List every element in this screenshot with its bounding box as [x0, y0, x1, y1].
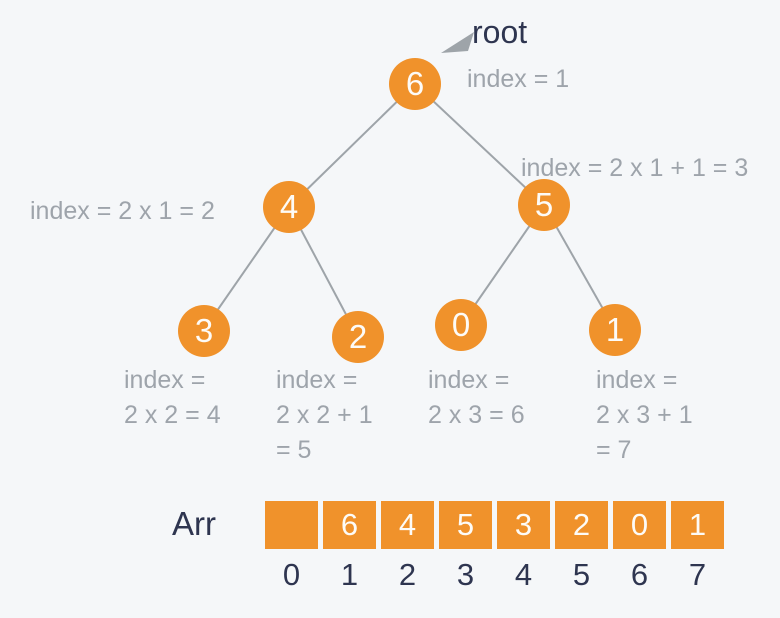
root-arrow-icon — [441, 32, 474, 53]
tree-node-right: 5 — [518, 179, 570, 231]
array-cell-5: 2 — [555, 501, 608, 549]
tree-node-right-right: 1 — [589, 304, 641, 356]
index-label-left-left: index = 2 x 2 = 4 — [124, 366, 221, 429]
root-pointer-label: root — [472, 14, 528, 50]
array-index-2: 2 — [398, 557, 417, 592]
array-cell-1: 6 — [323, 501, 376, 549]
edge-root-left — [288, 83, 416, 208]
array-cell-6: 0 — [613, 501, 666, 549]
tree-node-left: 4 — [263, 181, 315, 233]
tree-node-left-right: 2 — [332, 311, 384, 363]
index-label-right: index = 2 x 1 + 1 = 3 — [521, 154, 749, 182]
array-index-3: 3 — [456, 557, 475, 592]
array-index-0: 0 — [282, 557, 301, 592]
index-label-left-right: index = 2 x 2 + 1 = 5 — [276, 366, 373, 464]
index-label-left: index = 2 x 1 = 2 — [30, 197, 215, 225]
index-label-right-right: index = 2 x 3 + 1 = 7 — [596, 366, 693, 464]
array-indices: 0 1 2 3 4 5 6 7 — [265, 557, 724, 593]
array-index-7: 7 — [688, 557, 707, 592]
array-index-5: 5 — [572, 557, 591, 592]
array-cells: 6 4 5 3 2 0 1 — [265, 501, 724, 549]
array-index-4: 4 — [514, 557, 533, 592]
array-cell-3: 5 — [439, 501, 492, 549]
index-label-right-left: index = 2 x 3 = 6 — [428, 366, 525, 429]
tree-node-left-left: 3 — [178, 305, 230, 357]
tree-node-root: 6 — [389, 58, 441, 110]
edge-root-right — [414, 83, 545, 206]
array-cell-2: 4 — [381, 501, 434, 549]
array-label: Arr — [172, 505, 216, 542]
array-cell-4: 3 — [497, 501, 550, 549]
array-cell-7: 1 — [671, 501, 724, 549]
tree-node-right-left: 0 — [435, 299, 487, 351]
array-cell-0 — [265, 501, 318, 549]
index-label-root: index = 1 — [467, 65, 570, 93]
array-index-6: 6 — [630, 557, 649, 592]
array-index-1: 1 — [340, 557, 359, 592]
